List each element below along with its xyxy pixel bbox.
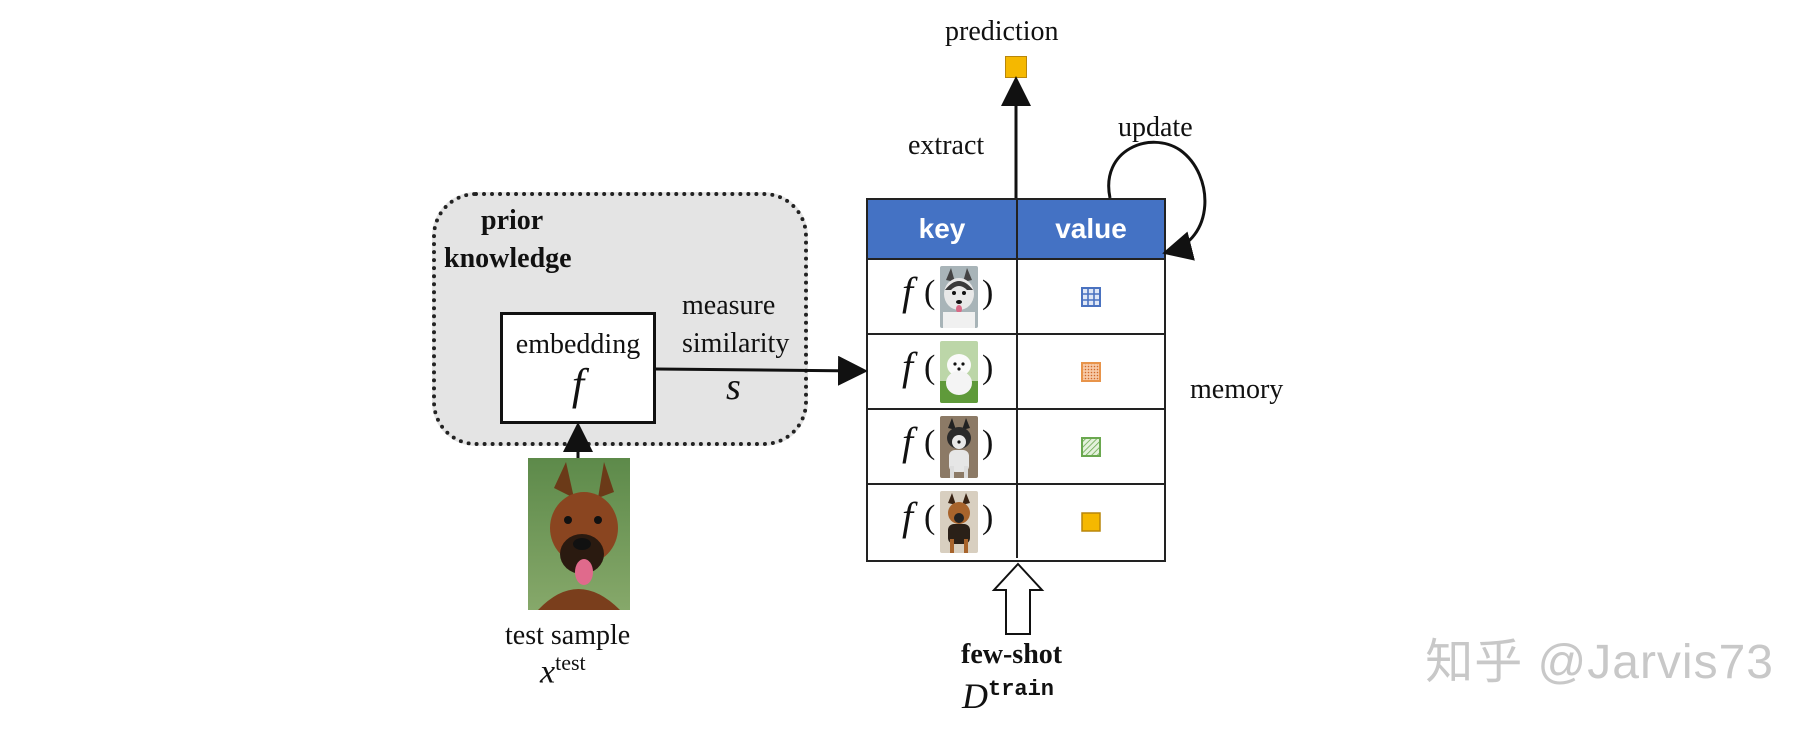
dtrain-symbol: Dtrain — [962, 678, 1054, 714]
memory-row: f ( ) — [868, 483, 1164, 560]
value-header: value — [1018, 200, 1164, 258]
test-superscript: test — [555, 650, 586, 675]
orange-dotted-square-icon — [1081, 362, 1101, 382]
memory-label: memory — [1190, 374, 1284, 405]
test-sample-label: test sample — [505, 620, 631, 651]
yellow-solid-square-icon — [1081, 512, 1101, 532]
key-cell: f ( ) — [868, 260, 1018, 333]
green-hatched-square-icon — [1081, 437, 1101, 457]
few-shot-label: few-shot — [961, 639, 1063, 670]
close-paren: ) — [982, 274, 994, 311]
open-paren: ( — [924, 499, 936, 536]
key-cell: f ( ) — [868, 410, 1018, 483]
memory-row: f ( ) — [868, 258, 1164, 333]
embedding-symbol: f — [571, 360, 585, 409]
extract-label: extract — [908, 130, 985, 161]
measure-label: measure — [682, 290, 776, 321]
key-header: key — [868, 200, 1018, 258]
train-superscript: train — [988, 677, 1055, 702]
test-sample-symbol: xtest — [540, 652, 586, 689]
knowledge-label: knowledge — [444, 243, 572, 274]
blue-grid-square-icon — [1081, 287, 1101, 307]
similarity-symbol: s — [726, 366, 741, 408]
key-cell: f ( ) — [868, 335, 1018, 408]
malamute-dog-thumbnail-icon — [940, 416, 978, 478]
test-sample-image — [528, 458, 630, 610]
f-symbol: f — [902, 344, 914, 389]
memory-table: key value f ( ) — [866, 198, 1166, 562]
value-cell — [1018, 410, 1164, 483]
prior-label: prior — [481, 205, 544, 236]
few-shot-hollow-arrow — [991, 562, 1045, 635]
shepherd-dog-thumbnail-icon — [940, 491, 978, 553]
value-cell — [1018, 335, 1164, 408]
similarity-arrow — [655, 355, 868, 386]
open-paren: ( — [924, 424, 936, 461]
white-dog-thumbnail-icon — [940, 341, 978, 403]
similarity-label: similarity — [682, 328, 790, 359]
update-loop-arrow — [1107, 140, 1207, 261]
x-symbol: x — [540, 653, 556, 691]
value-cell — [1018, 485, 1164, 558]
open-paren: ( — [924, 274, 936, 311]
watermark-text: 知乎 @Jarvis73 — [1425, 636, 1774, 689]
prediction-label: prediction — [945, 16, 1059, 47]
close-paren: ) — [982, 349, 994, 386]
close-paren: ) — [982, 499, 994, 536]
d-symbol: D — [962, 676, 988, 716]
value-cell — [1018, 260, 1164, 333]
open-paren: ( — [924, 349, 936, 386]
german-shepherd-icon — [528, 458, 630, 610]
f-symbol: f — [902, 269, 914, 314]
embedding-box: embedding f — [500, 312, 656, 424]
close-paren: ) — [982, 424, 994, 461]
f-symbol: f — [902, 494, 914, 539]
husky-dog-thumbnail-icon — [940, 266, 978, 328]
key-cell: f ( ) — [868, 485, 1018, 558]
memory-row: f ( ) — [868, 408, 1164, 483]
update-label: update — [1118, 112, 1193, 143]
f-symbol: f — [902, 419, 914, 464]
memory-row: f ( ) — [868, 333, 1164, 408]
embedding-label: embedding — [515, 329, 641, 360]
